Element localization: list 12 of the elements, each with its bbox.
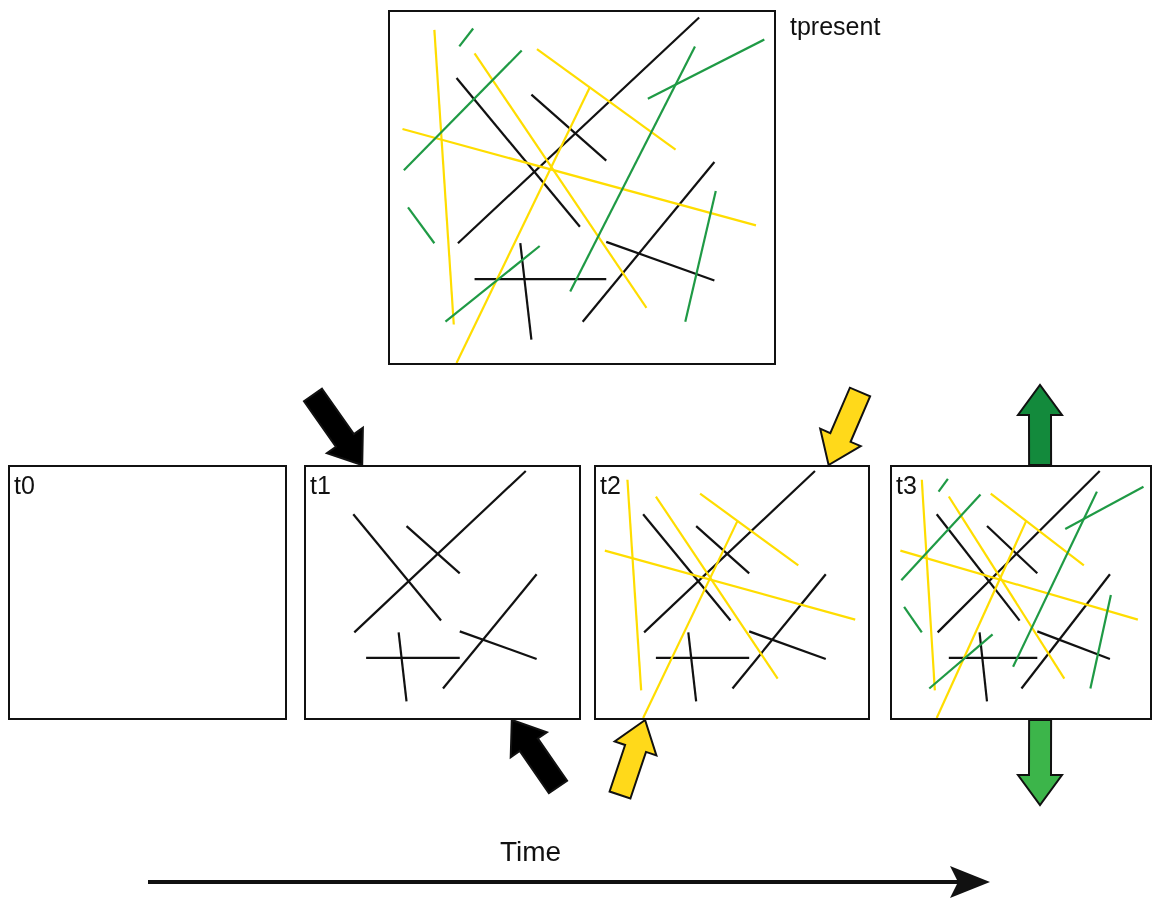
block-arrow	[1016, 719, 1064, 807]
axis-label: Time	[500, 836, 562, 868]
block-arrow	[302, 387, 364, 467]
panel-label: t0	[14, 473, 35, 498]
block-arrow	[608, 718, 658, 800]
panel-label: t1	[310, 473, 331, 498]
block-arrow	[509, 718, 569, 795]
panel-label: t3	[896, 473, 917, 498]
panel-label: t2	[600, 473, 621, 498]
panel-label: tpresent	[790, 14, 881, 39]
block-arrow	[1016, 383, 1064, 466]
block-arrow	[818, 386, 872, 467]
